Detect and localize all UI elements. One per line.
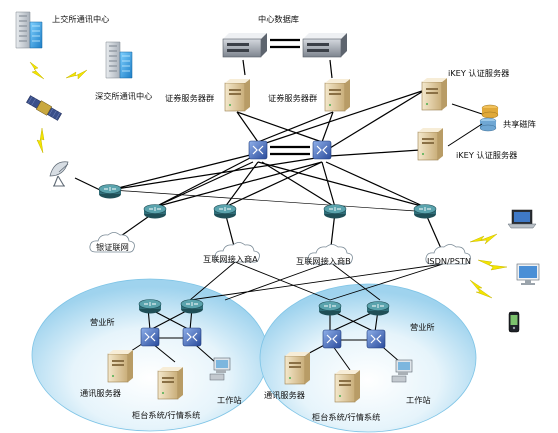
shared-disk-icon [479, 104, 499, 132]
comm-server-right-icon [284, 351, 311, 385]
router-icon [213, 204, 237, 219]
disk-links [447, 103, 483, 147]
router-icon [318, 301, 342, 316]
diagram-labels: 上交所通讯中心 深交所通讯中心 中心数据库 证券服务器群 证券服务器群 iKEY… [52, 14, 536, 422]
wireless-links [29, 61, 508, 299]
sse-center-label: 上交所通讯中心 [52, 14, 109, 24]
desktop-monitor-icon [516, 263, 540, 285]
router-icon [180, 299, 204, 314]
lightning-bolt-icon [29, 61, 45, 80]
mobile-phone-icon [508, 311, 520, 333]
core-switch-left-icon [248, 140, 268, 160]
branch-switch-icon [182, 327, 202, 347]
isp-a-label: 互联网接入商A [203, 254, 258, 264]
connection-lines [74, 38, 444, 371]
securities-cluster-left-label: 证券服务器群 [165, 93, 214, 103]
lightning-bolt-icon [36, 127, 45, 154]
branch-right-label: 营业所 [410, 322, 435, 332]
szse-center-label: 深交所通讯中心 [95, 91, 152, 101]
counter-server-right-icon [334, 369, 361, 403]
core-switch-right-icon [312, 140, 332, 160]
router-icon [413, 204, 437, 219]
router-icon [138, 299, 162, 314]
branch-switch-icon [366, 329, 386, 349]
comm-server-left-icon [107, 349, 134, 383]
securities-server-right-icon [324, 78, 351, 112]
router-icon [323, 204, 347, 219]
szse-building-icon [105, 41, 133, 79]
central-db-label: 中心数据库 [258, 14, 299, 24]
ikey-bottom-label: iKEY 认证服务器 [456, 150, 517, 160]
router-icon [143, 204, 167, 219]
counter-left-label: 柜台系统/行情系统 [132, 410, 200, 420]
lightning-bolt-icon [477, 259, 508, 271]
securities-cluster-right-label: 证券服务器群 [268, 93, 317, 103]
laptop-icon [507, 209, 537, 229]
satellite-icon [26, 95, 62, 121]
lightning-bolt-icon [469, 233, 498, 245]
central-db-rack-left-icon [222, 32, 268, 58]
branch-switch-icon [140, 327, 160, 347]
isp-b-label: 互联网接入商B [296, 256, 351, 266]
ikey-server-bottom-icon [417, 127, 444, 161]
comm-server-left-label: 通讯服务器 [80, 388, 121, 398]
lightning-bolt-icon [469, 279, 493, 299]
workstation-right-label: 工作站 [406, 395, 431, 405]
branch-switch-icon [322, 329, 342, 349]
router-icon [366, 301, 390, 316]
central-db-rack-right-icon [302, 32, 348, 58]
branch-left-label: 营业所 [90, 317, 115, 327]
counter-right-label: 柜台系统/行情系统 [312, 412, 380, 422]
bank-network-label: 银证联网 [96, 242, 129, 252]
router-icon [98, 184, 122, 199]
securities-server-left-icon [224, 78, 251, 112]
counter-server-left-icon [157, 366, 184, 400]
branch-right-area [259, 283, 477, 433]
sse-building-icon [15, 11, 43, 49]
workstation-right-icon [391, 359, 413, 383]
satellite-dish-icon [49, 161, 69, 187]
comm-server-right-label: 通讯服务器 [264, 390, 305, 400]
shared-disk-label: 共享磁阵 [503, 119, 536, 129]
ikey-top-label: iKEY 认证服务器 [448, 68, 509, 78]
workstation-left-icon [209, 357, 231, 381]
isdn-label: ISDN/PSTN [427, 256, 471, 266]
lightning-bolt-icon [65, 69, 88, 80]
ikey-server-top-icon [421, 77, 448, 111]
workstation-left-label: 工作站 [217, 395, 242, 405]
